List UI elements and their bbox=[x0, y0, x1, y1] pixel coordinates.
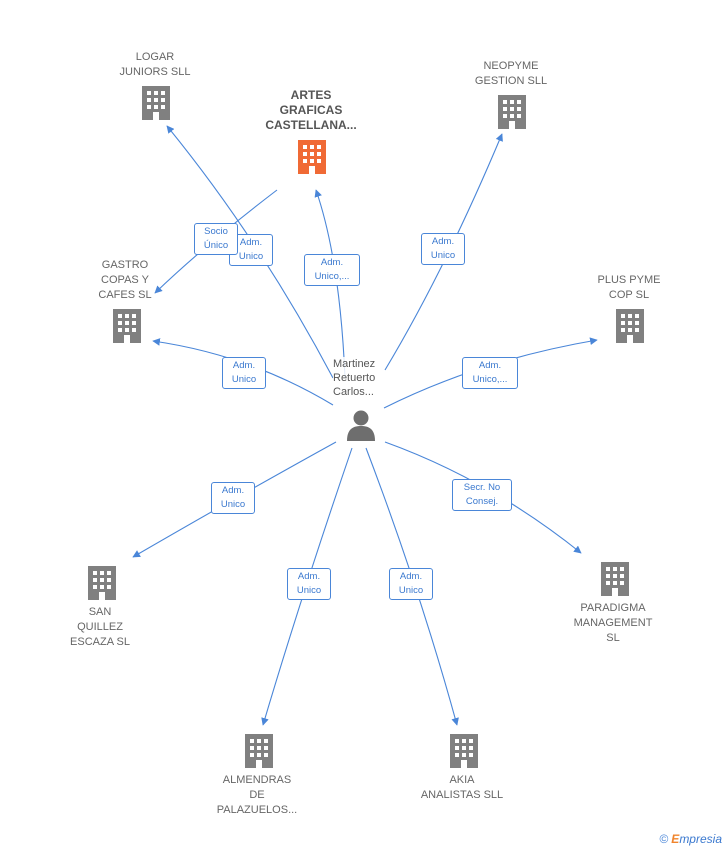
building-icon[interactable] bbox=[450, 734, 478, 768]
company-label-almendras[interactable]: ALMENDRAS DE PALAZUELOS... bbox=[216, 774, 298, 816]
person-icon[interactable] bbox=[347, 410, 375, 442]
building-icon[interactable] bbox=[498, 95, 526, 129]
edge-badge-sanquillez[interactable]: Adm. Unico bbox=[211, 482, 255, 514]
building-icon[interactable] bbox=[142, 86, 170, 120]
company-label-gastro[interactable]: GASTRO COPAS Y CAFES SL bbox=[98, 259, 152, 301]
building-icon[interactable] bbox=[88, 566, 116, 600]
company-label-paradigma[interactable]: PARADIGMA MANAGEMENT SL bbox=[573, 602, 653, 644]
edge-badge-main[interactable]: Adm. Unico,... bbox=[304, 254, 360, 286]
copyright-icon: © bbox=[659, 832, 669, 846]
building-icon[interactable] bbox=[245, 734, 273, 768]
company-label-sanquillez[interactable]: SAN QUILLEZ ESCAZA SL bbox=[70, 606, 130, 648]
building-icon[interactable] bbox=[113, 309, 141, 343]
company-label-akia[interactable]: AKIA ANALISTAS SLL bbox=[420, 774, 504, 801]
edge-badge-almendras[interactable]: Adm. Unico bbox=[287, 568, 331, 600]
edge-badge-plus[interactable]: Adm. Unico,... bbox=[462, 357, 518, 389]
edge-badge-akia[interactable]: Adm. Unico bbox=[389, 568, 433, 600]
edge-badge-gastro[interactable]: Adm. Unico bbox=[222, 357, 266, 389]
building-icon[interactable] bbox=[298, 140, 326, 174]
edge-badge-neopyme[interactable]: Adm. Unico bbox=[421, 233, 465, 265]
brand-logo-e: E bbox=[671, 832, 680, 846]
person-label[interactable]: Martinez Retuerto Carlos... bbox=[333, 357, 376, 399]
main-company-label[interactable]: ARTES GRAFICAS CASTELLANA... bbox=[265, 88, 357, 132]
edge-badge-socio[interactable]: Socio Único bbox=[194, 223, 238, 255]
footer-brand[interactable]: ©Empresia bbox=[659, 832, 722, 846]
brand-name: mpresia bbox=[679, 832, 722, 846]
company-label-plus[interactable]: PLUS PYME COP SL bbox=[597, 274, 661, 301]
company-label-logar[interactable]: LOGAR JUNIORS SLL bbox=[119, 51, 191, 78]
edge-badge-paradigma[interactable]: Secr. No Consej. bbox=[452, 479, 512, 511]
building-icon[interactable] bbox=[616, 309, 644, 343]
company-label-neopyme[interactable]: NEOPYME GESTION SLL bbox=[474, 60, 548, 87]
building-icon[interactable] bbox=[601, 562, 629, 596]
